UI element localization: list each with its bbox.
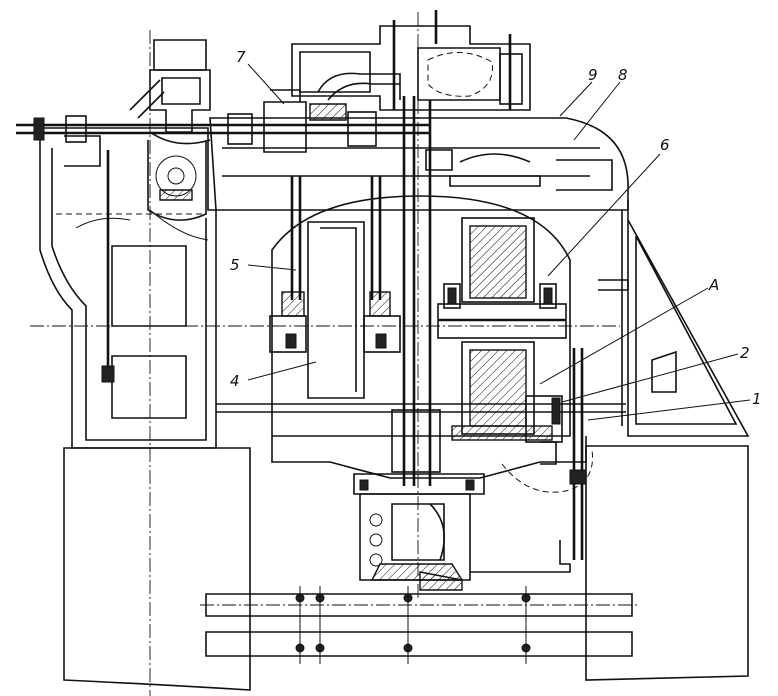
callout-label-4: 4: [230, 372, 240, 390]
left-rod-end: [101, 365, 115, 383]
top-gearbox-outline: [291, 25, 531, 111]
roller-lower: [469, 349, 527, 427]
drive-shaft: [16, 89, 430, 153]
callout-7: 7: [236, 48, 285, 105]
vessel-outline: [271, 195, 571, 437]
foundation-right-block: [585, 445, 749, 681]
left-housing: [39, 127, 217, 449]
left-drive: [129, 39, 211, 221]
callout-4: 4: [230, 361, 317, 390]
right-housing: [209, 117, 750, 437]
centerlines: [30, 12, 620, 696]
callout-6: 6: [547, 136, 670, 277]
left-housing-outline: [39, 127, 217, 449]
central-vessel: [216, 195, 626, 493]
anchor-bolts: [295, 586, 531, 664]
callouts: 1 2 A 4 5 6 7 8: [230, 48, 762, 421]
drain-pipe: [470, 348, 587, 573]
base-frame-beam-upper: [205, 593, 633, 617]
callout-5: 5: [230, 256, 297, 274]
callout-9: 9: [559, 66, 598, 117]
callout-label-9: 9: [588, 66, 598, 84]
callout-label-5: 5: [230, 256, 240, 274]
right-roller: [437, 217, 567, 465]
callout-8: 8: [573, 66, 628, 141]
callout-2: 2: [561, 344, 750, 403]
top-gearbox: [291, 10, 531, 121]
callout-label-8: 8: [618, 66, 628, 84]
central-spindle: [353, 96, 485, 591]
callout-label-1: 1: [752, 390, 762, 408]
motor-top: [153, 39, 207, 71]
left-window-lower: [111, 355, 187, 419]
right-housing-wall: [627, 200, 750, 437]
base-frame-beam-lower: [205, 631, 633, 657]
bottom-bearing-flange: [353, 473, 485, 495]
left-ram: [269, 176, 401, 399]
right-gusset: [635, 235, 738, 425]
right-gusset-window: [651, 350, 677, 393]
callout-label-A: A: [708, 276, 719, 294]
foundation: [63, 445, 749, 691]
foundation-left-block: [63, 447, 251, 691]
roller-upper: [469, 225, 527, 299]
callout-label-6: 6: [660, 136, 670, 154]
callout-label-7: 7: [236, 48, 246, 66]
left-window-upper: [111, 245, 187, 327]
callout-A: A: [539, 276, 719, 385]
callout-1: 1: [587, 390, 762, 421]
upper-platform: [209, 117, 629, 211]
callout-label-2: 2: [740, 344, 750, 362]
